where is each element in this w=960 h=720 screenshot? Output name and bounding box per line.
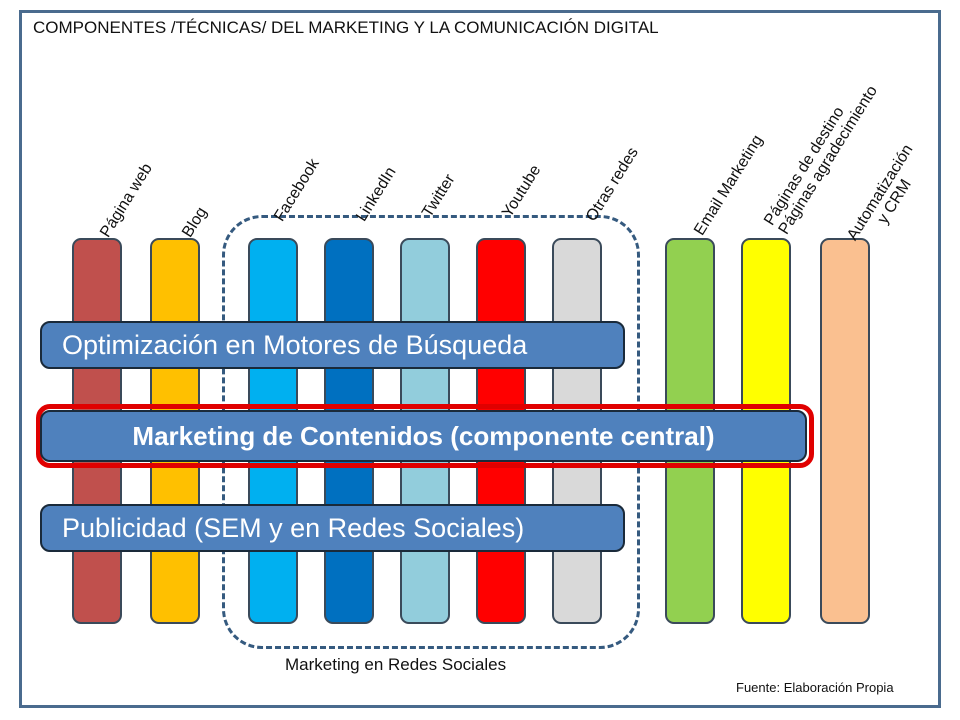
band-advertising: Publicidad (SEM y en Redes Sociales) bbox=[40, 504, 625, 552]
source-note: Fuente: Elaboración Propia bbox=[736, 680, 894, 695]
band-content-marketing: Marketing de Contenidos (componente cent… bbox=[40, 410, 807, 462]
social-group-label: Marketing en Redes Sociales bbox=[285, 655, 507, 674]
central-highlight-outline bbox=[36, 404, 814, 468]
diagram-title: COMPONENTES /TÉCNICAS/ DEL MARKETING Y L… bbox=[33, 18, 659, 37]
pillar-automatizacion-crm bbox=[820, 238, 870, 624]
band-seo: Optimización en Motores de Búsqueda bbox=[40, 321, 625, 369]
